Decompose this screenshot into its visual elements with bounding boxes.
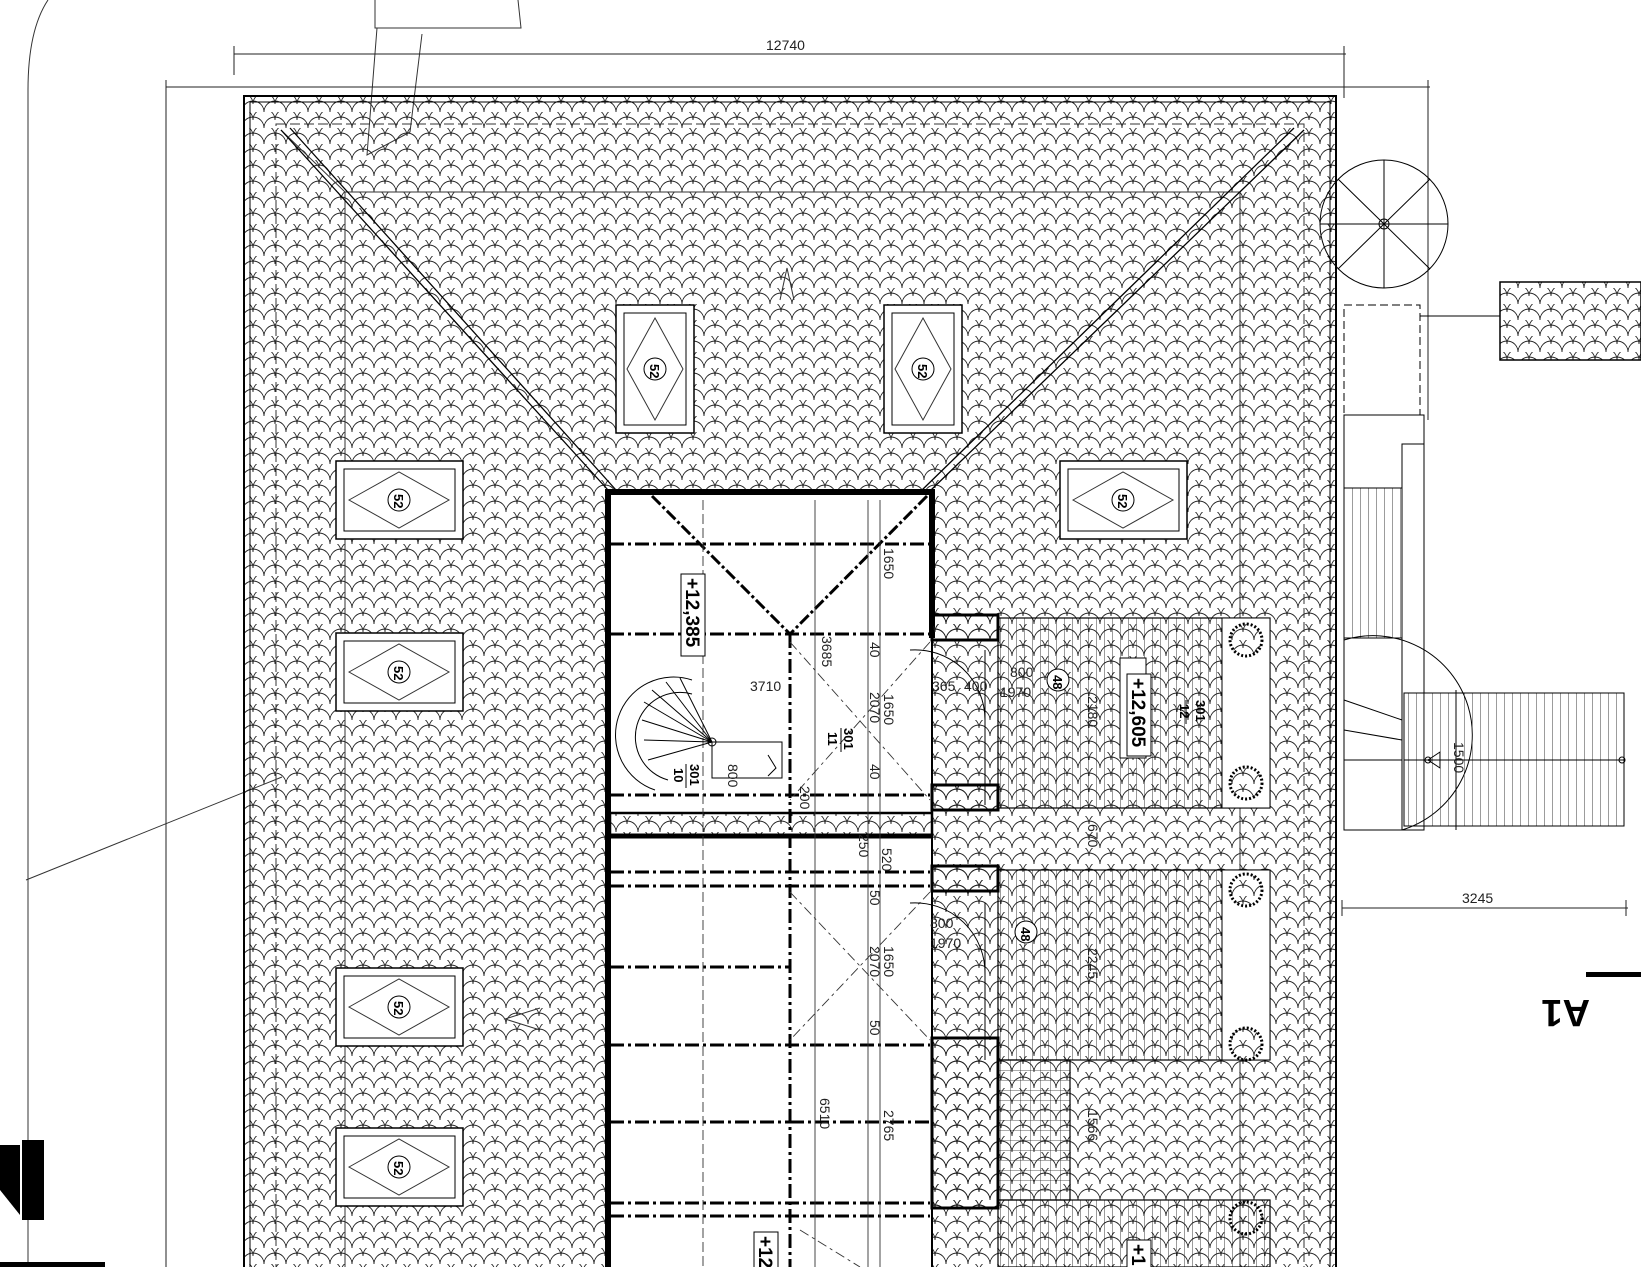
exterior-spiral-stair xyxy=(1319,159,1500,416)
chimney xyxy=(930,613,1000,1210)
skylight: 52 xyxy=(335,460,464,540)
dim-365: 365 xyxy=(932,678,956,694)
room-tag: 301 12 xyxy=(1177,700,1208,724)
elevation-upper-left: +12,385 xyxy=(681,578,702,648)
room-10-number: 301 xyxy=(687,764,702,786)
elevation-label: +12,385 xyxy=(680,573,706,657)
dim-right-offset: 3245 xyxy=(1462,890,1493,906)
dim-2070b: 2070 xyxy=(867,946,883,977)
skylight-tag: 52 xyxy=(391,494,406,508)
door-swing xyxy=(909,649,986,1060)
elevation-lower-left: +12 xyxy=(754,1236,775,1267)
stairwell-block xyxy=(605,489,935,1267)
door-tag-label: 48 xyxy=(1050,675,1065,689)
skylight-tag: 52 xyxy=(647,364,662,378)
room-tag: 301 11 xyxy=(825,728,856,752)
dim-50b: 50 xyxy=(867,1020,883,1036)
dim-1566: 1566 xyxy=(1085,1110,1101,1141)
section-label: A1 xyxy=(1541,991,1590,1033)
dim-overall-width: 12740 xyxy=(766,37,805,53)
dim-670: 670 xyxy=(1085,824,1101,848)
dim-3685: 3685 xyxy=(819,636,835,667)
dim-1970a: 1970 xyxy=(1000,684,1031,700)
dim-800c: 800 xyxy=(930,915,954,931)
planter xyxy=(1228,622,1264,1236)
room-11-number: 301 xyxy=(841,728,856,750)
dim-2765: 2765 xyxy=(881,1110,897,1141)
adjacent-stair xyxy=(1343,414,1626,831)
dim-400: 400 xyxy=(964,678,988,694)
skylight: 52 xyxy=(335,632,464,712)
skylight-tag: 52 xyxy=(391,1001,406,1015)
room-10-suffix: 10 xyxy=(671,768,686,782)
skylight-tag: 52 xyxy=(391,1161,406,1175)
dim-1650a: 1650 xyxy=(881,548,897,579)
skylight: 52 xyxy=(335,1127,464,1207)
slope-arrows xyxy=(503,267,795,1031)
dim-2180: 2180 xyxy=(1085,696,1101,727)
dim-2070a: 2070 xyxy=(867,692,883,723)
adjacent-roof-strip xyxy=(1499,281,1641,361)
dim-200: 200 xyxy=(797,786,813,810)
room-12-suffix: 12 xyxy=(1177,704,1192,718)
dim-1650b: 1650 xyxy=(881,694,897,725)
dim-1650c: 1650 xyxy=(881,946,897,977)
dimension-line-right xyxy=(1341,900,1628,916)
elevation-lower-right: +1 xyxy=(1127,1244,1148,1266)
dim-520: 520 xyxy=(879,848,895,872)
skylight: 52 xyxy=(335,967,464,1047)
dimension-labels: 1650 3685 40 3710 365 400 800 1970 2070 … xyxy=(725,548,1467,1141)
elevation-label: +12 xyxy=(753,1231,779,1267)
site-boundary xyxy=(25,0,522,1267)
dim-2245: 2245 xyxy=(1085,948,1101,979)
skylight-tag: 52 xyxy=(1115,494,1130,508)
door-tag-label: 48 xyxy=(1018,927,1033,941)
dim-40b: 40 xyxy=(867,764,883,780)
room-tag: 301 10 xyxy=(671,764,702,788)
door-tag: 48 xyxy=(1014,920,1038,944)
skylight: 52 xyxy=(1059,460,1188,540)
dim-3710: 3710 xyxy=(750,678,781,694)
dim-50a: 50 xyxy=(867,890,883,906)
elevation-label: +12,605 xyxy=(1126,673,1152,757)
dimension-line-overall xyxy=(165,46,1430,1267)
dim-40a: 40 xyxy=(867,642,883,658)
dim-250: 250 xyxy=(856,834,872,858)
skylight: 52 xyxy=(615,304,695,434)
skylight-tag: 52 xyxy=(915,364,930,378)
skylight: 52 xyxy=(883,304,963,434)
thin-guides xyxy=(702,500,931,1267)
spiral-stair-interior xyxy=(615,676,783,791)
room-12-number: 301 xyxy=(1193,700,1208,722)
terrace-hip xyxy=(650,494,929,636)
door-tag: 48 xyxy=(1046,668,1070,692)
dim-800a: 800 xyxy=(1010,664,1034,680)
dim-1500: 1500 xyxy=(1451,742,1467,773)
elevation-label: +1 xyxy=(1126,1239,1152,1267)
room-11-suffix: 11 xyxy=(825,732,840,746)
skylight-tag: 52 xyxy=(391,666,406,680)
left-section-mark xyxy=(0,1140,105,1267)
dim-800b: 800 xyxy=(725,764,741,788)
elevation-upper-right: +12,605 xyxy=(1127,678,1148,748)
dim-6510: 6510 xyxy=(817,1098,833,1129)
section-marker: A1 xyxy=(1541,972,1641,1033)
dim-1970b: 1970 xyxy=(930,935,961,951)
roof-hip-ridges xyxy=(280,127,1305,491)
structural-grid xyxy=(610,542,930,1267)
